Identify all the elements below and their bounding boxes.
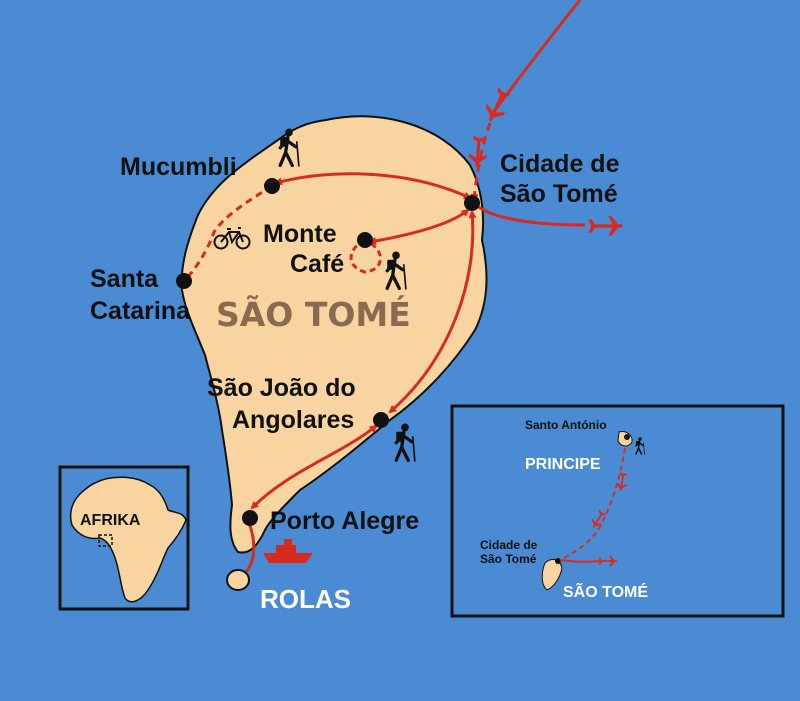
- label-sao-joao: São João do: [207, 374, 356, 402]
- inset-flight-route: [559, 559, 603, 563]
- dot-monte-cafe: [357, 232, 373, 248]
- africa-inset: AFRIKA: [58, 465, 190, 611]
- label-porto-alegre: Porto Alegre: [270, 507, 419, 535]
- rolas-islet: [226, 569, 250, 591]
- boat-icon: [263, 539, 313, 563]
- label-sao-tome-small: SÃO TOMÉ: [563, 581, 648, 601]
- label-principe: PRINCIPE: [525, 456, 601, 473]
- island-label: SÃO TOMÉ: [216, 294, 411, 334]
- label-santa-catarina: Catarina: [90, 297, 191, 325]
- africa-locator: [98, 534, 113, 547]
- label-monte-cafe: Monte: [263, 220, 337, 248]
- flight-routes: [470, 0, 586, 227]
- dot-santo-antonio: [624, 434, 630, 440]
- dot-cidade-small: [555, 558, 561, 564]
- label-santo-antonio: Santo António: [525, 418, 607, 432]
- dot-santa-catarina: [176, 273, 192, 289]
- africa-continent: [69, 476, 187, 603]
- label-cidade: Cidade de: [500, 150, 620, 178]
- bicycle-icon: [213, 227, 251, 250]
- location-dots: [176, 178, 480, 526]
- dot-porto-alegre: [242, 510, 258, 526]
- dot-mucumbli: [264, 178, 280, 194]
- label-monte-cafe: Café: [290, 250, 344, 278]
- label-santa-catarina: Santa: [90, 265, 159, 293]
- rolas-label: ROLAS: [260, 584, 351, 614]
- label-cidade-small: São Tomé: [480, 552, 537, 566]
- label-cidade: São Tomé: [500, 180, 618, 208]
- dot-sao-joao: [373, 412, 389, 428]
- land-routes: [185, 172, 477, 573]
- label-cidade-small: Cidade de: [480, 538, 538, 552]
- overview-inset: Santo António PRINCIPE Cidade de São Tom…: [450, 404, 785, 618]
- label-sao-joao: Angolares: [232, 406, 354, 434]
- inset-flight-route: [559, 447, 626, 561]
- label-mucumbli: Mucumbli: [120, 153, 237, 181]
- africa-label: AFRIKA: [80, 512, 141, 529]
- dot-cidade: [464, 195, 480, 211]
